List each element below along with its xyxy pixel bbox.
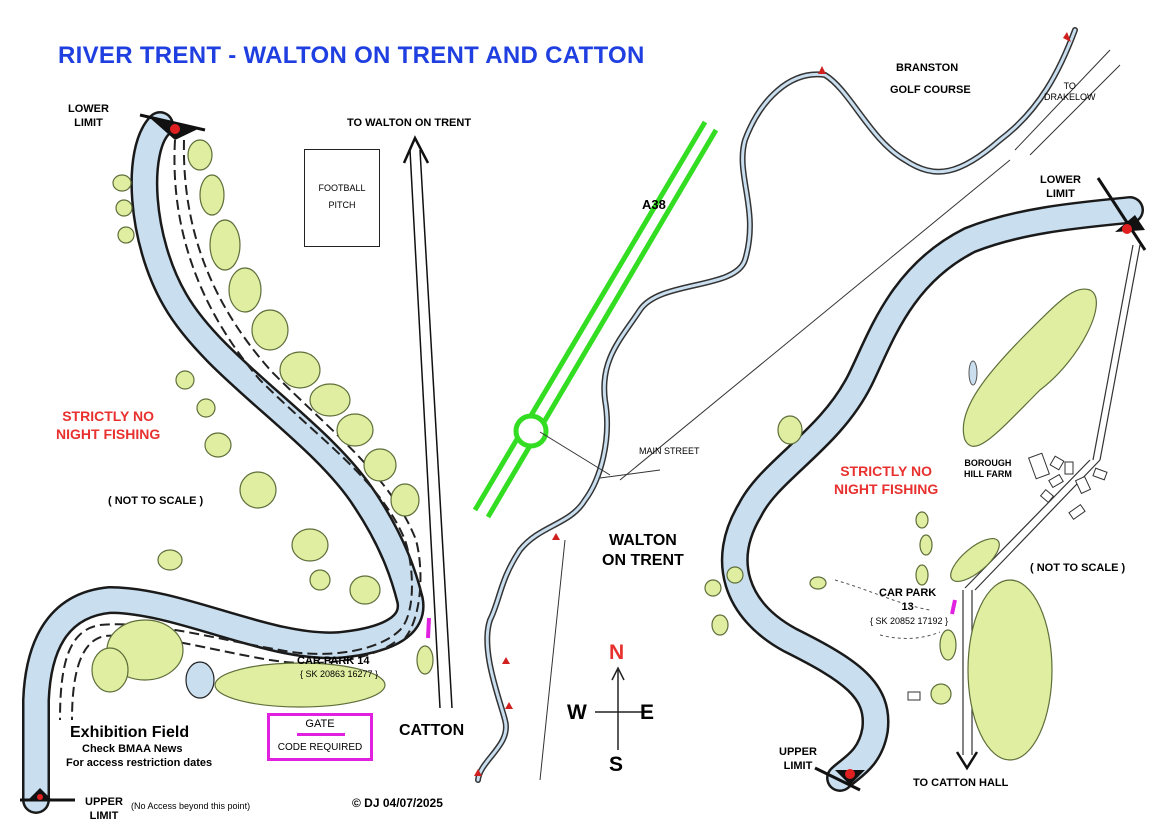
to-catton-hall-label: TO CATTON HALL bbox=[913, 777, 1009, 789]
code-required-label: CODE REQUIRED bbox=[277, 742, 363, 753]
left-trees bbox=[91, 139, 434, 708]
compass-s: S bbox=[609, 753, 624, 776]
no-access-label: (No Access beyond this point) bbox=[131, 801, 251, 811]
compass-e: E bbox=[640, 701, 655, 724]
main-street-label: MAIN STREET bbox=[639, 446, 700, 456]
catton-label: CATTON bbox=[399, 722, 465, 739]
a38-road bbox=[472, 120, 708, 512]
walton-on-trent-label: WALTON ON TRENT bbox=[602, 532, 684, 569]
borough-hill-buildings bbox=[907, 452, 1108, 701]
left-footpath bbox=[59, 139, 413, 721]
car-park-14-label: CAR PARK 14 bbox=[297, 655, 370, 667]
compass-w: W bbox=[567, 701, 587, 724]
borough-hill-farm-label: BOROUGH HILL FARM bbox=[964, 458, 1012, 480]
copyright-label: © DJ 04/07/2025 bbox=[352, 796, 443, 810]
left-upper-limit-label: UPPER LIMIT bbox=[85, 796, 123, 822]
branston-label: BRANSTON bbox=[896, 62, 959, 74]
right-trees bbox=[704, 288, 1097, 761]
right-not-to-scale: ( NOT TO SCALE ) bbox=[1030, 562, 1126, 574]
to-drakelow-label: TO DRAKELOW bbox=[1044, 81, 1096, 103]
gate-legend: GATE CODE REQUIRED bbox=[267, 713, 373, 761]
car-park-13-ref: { SK 20852 17192 } bbox=[870, 616, 949, 626]
right-upper-limit-label: UPPER LIMIT bbox=[779, 746, 817, 772]
football-pitch: FOOTBALL PITCH bbox=[304, 149, 380, 247]
right-no-night-fishing: STRICTLY NO NIGHT FISHING bbox=[834, 463, 939, 497]
to-walton-label: TO WALTON ON TRENT bbox=[347, 117, 472, 129]
golf-course-label: GOLF COURSE bbox=[890, 84, 971, 96]
right-lower-limit-label: LOWER LIMIT bbox=[1040, 174, 1081, 200]
left-no-night-fishing: STRICTLY NO NIGHT FISHING bbox=[56, 408, 161, 442]
check-news-label: Check BMAA News bbox=[82, 743, 183, 755]
left-not-to-scale: ( NOT TO SCALE ) bbox=[108, 495, 204, 507]
map-title: RIVER TRENT - WALTON ON TRENT AND CATTON bbox=[58, 42, 645, 69]
exhibition-field-label: Exhibition Field bbox=[70, 724, 190, 741]
access-dates-label: For access restriction dates bbox=[66, 757, 213, 769]
left-lower-limit-label: LOWER LIMIT bbox=[68, 103, 109, 129]
a38-label: A38 bbox=[642, 197, 666, 212]
gate-label: GATE bbox=[305, 718, 335, 730]
car-park-14-ref: { SK 20863 16277 } bbox=[300, 669, 379, 679]
compass-n: N bbox=[609, 641, 625, 664]
car-park-13-label: CAR PARK 13 bbox=[879, 587, 937, 613]
football-pitch-label: FOOTBALL PITCH bbox=[318, 183, 366, 211]
gate-line-swatch bbox=[297, 733, 345, 736]
